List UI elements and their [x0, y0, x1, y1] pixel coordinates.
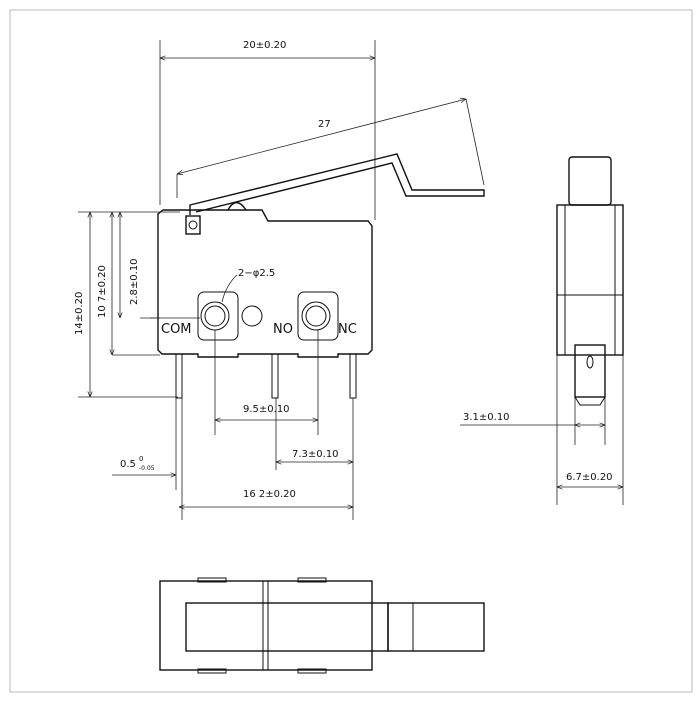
com-label: COM — [161, 322, 192, 337]
no-label: NO — [273, 322, 293, 337]
page-border — [9, 9, 693, 693]
side-actuator — [568, 156, 612, 206]
pin-span-label: 16 2±0.20 — [243, 489, 296, 500]
actuator-offset-label: 2.8±0.10 — [129, 258, 140, 305]
hole-diameter-label: 2−φ2.5 — [238, 268, 275, 279]
total-height-label: 14±0.20 — [74, 292, 85, 335]
pin-width-label: 0.5 — [120, 459, 136, 470]
lever-hinge — [185, 215, 201, 235]
body-height-label: 10 7±0.20 — [97, 265, 108, 318]
lever-arm — [189, 153, 485, 215]
side-terminal — [574, 344, 606, 398]
side-view: 3.1±0.10 6.7±0.20 — [460, 156, 624, 505]
side-body — [556, 204, 624, 356]
lever-length-label: 27 — [318, 119, 331, 130]
side-width-label: 6.7±0.20 — [566, 472, 613, 483]
pin-width-sup: 0 — [139, 455, 143, 463]
mounting-hole-2 — [301, 301, 331, 331]
switch-body — [157, 209, 373, 358]
pin-width-sub: -0.05 — [139, 465, 155, 472]
side-terminal-hole — [586, 355, 594, 369]
nc-label: NC — [338, 322, 357, 337]
top-body — [159, 580, 373, 671]
no-pin — [271, 353, 279, 399]
com-pin — [175, 353, 183, 399]
overall-width-label: 20±0.20 — [243, 40, 286, 51]
pin-spacing-com-no-label: 9.5±0.10 — [243, 404, 290, 415]
pin-spacing-no-nc-label: 7.3±0.10 — [292, 449, 339, 460]
hinge-pin — [188, 220, 198, 230]
nc-pin — [349, 353, 357, 399]
side-terminal-label: 3.1±0.10 — [463, 412, 510, 423]
com-terminal-pad — [197, 291, 239, 341]
top-lever-tip — [387, 602, 485, 652]
top-view — [159, 577, 485, 674]
front-view: 2−φ2.5 COM NO NC 20±0.20 27 14±0.20 10 7… — [74, 40, 485, 520]
center-hole — [241, 305, 263, 327]
top-lever — [185, 602, 389, 652]
